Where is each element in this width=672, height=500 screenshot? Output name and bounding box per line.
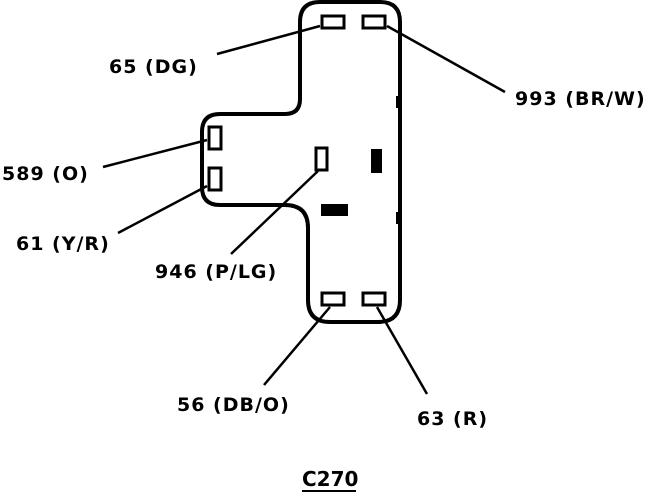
right-notch-lower <box>396 212 402 224</box>
pin-cavity-65 <box>320 14 346 30</box>
leader-946 <box>230 170 319 255</box>
label-589: 589 (O) <box>2 163 89 185</box>
label-61: 61 (Y/R) <box>16 233 110 255</box>
pin-cavity-589 <box>207 125 223 151</box>
leader-56 <box>263 306 331 386</box>
key-block-vertical <box>371 149 382 173</box>
pin-cavity-61 <box>207 166 223 192</box>
label-993: 993 (BR/W) <box>515 88 646 110</box>
right-notch-upper <box>396 96 402 108</box>
connector-housing <box>200 0 402 324</box>
pin-cavity-993 <box>361 14 387 30</box>
pin-cavity-63 <box>361 291 387 307</box>
leader-589 <box>102 138 208 169</box>
pin-cavity-56 <box>320 291 346 307</box>
pin-cavity-946 <box>314 146 329 172</box>
leader-61 <box>117 184 208 235</box>
leader-63 <box>375 306 429 395</box>
label-946: 946 (P/LG) <box>155 261 277 283</box>
leader-993 <box>386 24 506 94</box>
label-56: 56 (DB/O) <box>177 394 290 416</box>
label-63: 63 (R) <box>417 408 488 430</box>
connector-title: C270 <box>302 467 358 491</box>
leader-65 <box>216 24 321 56</box>
label-65: 65 (DG) <box>109 56 198 78</box>
key-block-horizontal <box>321 204 348 216</box>
